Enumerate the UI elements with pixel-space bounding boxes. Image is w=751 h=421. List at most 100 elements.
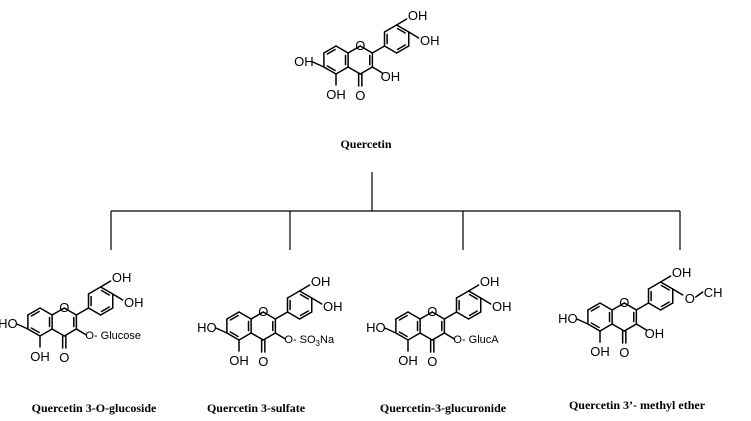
ring-a-bond xyxy=(323,66,337,75)
ring-c-bond xyxy=(250,332,264,341)
ring-a-bond xyxy=(238,311,252,320)
ring-b-bond xyxy=(99,307,114,316)
ring-b-double-bond xyxy=(468,310,479,317)
hydroxyl-bond xyxy=(408,31,420,39)
hydroxyl-label-5: OH xyxy=(30,349,50,364)
methoxy-oxygen-label: O xyxy=(685,291,695,306)
ring-a-bond xyxy=(395,311,409,320)
hydroxyl-bond xyxy=(312,61,325,68)
ring-a-double-bond xyxy=(590,305,600,312)
hydroxyl-label-3prime: OH xyxy=(323,299,343,314)
carbonyl-oxygen-label: O xyxy=(619,345,629,360)
substituent-label: O- SO3Na xyxy=(284,334,335,348)
hydroxyl-bond xyxy=(576,318,589,325)
ring-a-double-bond xyxy=(398,331,408,338)
ring-b-bond xyxy=(383,24,398,33)
hydroxyl-label-5: OH xyxy=(398,353,418,368)
ring-c-bond xyxy=(347,66,361,75)
ring-a-double-bond xyxy=(30,327,40,334)
substituent-bond xyxy=(274,332,287,340)
ring-a-double-bond xyxy=(326,65,336,72)
ring-a-bond xyxy=(335,45,349,54)
ring-c-bond xyxy=(611,323,625,332)
ring-c-bond xyxy=(431,311,446,320)
hydroxyl-bond xyxy=(215,327,228,334)
connector-lines xyxy=(110,172,681,250)
ring-a-double-bond xyxy=(229,314,239,321)
ring-b-double-bond xyxy=(299,293,310,300)
hydroxyl-bond xyxy=(311,297,323,305)
ring-b-double-bond xyxy=(660,284,671,291)
substituent-subscript: 3 xyxy=(316,339,321,348)
carbonyl-oxygen-label: O xyxy=(258,354,268,369)
ring-a-bond xyxy=(39,328,53,337)
ring-b-link-bond xyxy=(443,311,458,320)
ring-a-double-bond xyxy=(398,314,408,321)
substituent-prefix: O- xyxy=(284,334,299,346)
ring-b-bond xyxy=(87,286,102,295)
ring-b-link-bond xyxy=(274,311,289,320)
hydroxyl-bond xyxy=(659,275,672,283)
methyl-label: CH xyxy=(704,285,723,300)
substituent-group: Glucose xyxy=(101,330,141,342)
carbonyl-oxygen-label: O xyxy=(59,350,69,365)
ring-c-bond xyxy=(347,45,361,54)
ring-b-bond xyxy=(647,302,662,311)
ring-c-bond xyxy=(623,323,638,332)
hydroxyl-label-4prime: OH xyxy=(408,8,428,23)
ring-a-double-bond xyxy=(30,310,40,317)
ring-b-bond xyxy=(286,290,301,299)
ring-b-double-bond xyxy=(396,44,407,51)
ring-b-link-bond xyxy=(75,307,90,316)
hydroxyl-label-4prime: OH xyxy=(480,274,500,289)
ring-a-bond xyxy=(587,323,601,332)
ring-oxygen-label: O xyxy=(258,304,268,319)
ring-oxygen-label: O xyxy=(619,295,629,310)
substituent-bond xyxy=(443,332,456,340)
ring-oxygen-label: O xyxy=(355,38,365,53)
ring-a-bond xyxy=(39,307,53,316)
hydroxyl-bond xyxy=(384,327,397,334)
substituent-label: O- GlucA xyxy=(453,334,499,346)
hydroxyl-bond xyxy=(480,297,492,305)
ring-b-bond xyxy=(647,281,662,290)
ring-c-bond xyxy=(419,311,433,320)
hydroxyl-label-5: OH xyxy=(229,353,249,368)
ring-b-bond xyxy=(286,311,301,320)
ring-c-bond xyxy=(262,311,277,320)
hydroxyl-label-3: OH xyxy=(381,69,401,84)
carbonyl-oxygen-label: O xyxy=(427,354,437,369)
ring-b-bond xyxy=(659,302,674,311)
hydroxyl-label-7: OH xyxy=(294,54,314,69)
ring-c-bond xyxy=(262,332,277,341)
ring-a-bond xyxy=(407,332,421,341)
ring-b-bond xyxy=(455,311,470,320)
ring-b-double-bond xyxy=(299,310,310,317)
hydroxyl-label-3prime: OH xyxy=(492,299,512,314)
substituent-suffix: Na xyxy=(320,334,335,346)
ring-b-double-bond xyxy=(100,289,111,296)
ring-c-bond xyxy=(611,302,625,311)
substituent-bond xyxy=(75,328,88,336)
ring-oxygen-label: O xyxy=(427,304,437,319)
ring-b-double-bond xyxy=(100,306,111,313)
derivative-name-2: Quercetin 3-sulfate xyxy=(207,401,306,415)
ring-b-bond xyxy=(99,286,114,295)
ring-a-bond xyxy=(407,311,421,320)
ring-a-bond xyxy=(323,45,337,54)
hydroxyl-label-4prime: OH xyxy=(672,265,692,280)
ring-a-double-bond xyxy=(229,331,239,338)
ring-a-bond xyxy=(238,332,252,341)
ring-a-bond xyxy=(599,302,613,311)
ring-oxygen-label: O xyxy=(59,300,69,315)
carbonyl-oxygen-label: O xyxy=(355,88,365,103)
derivative-name-4: Quercetin 3’- methyl ether xyxy=(569,398,706,412)
ring-b-bond xyxy=(87,307,102,316)
ring-c-bond xyxy=(51,328,65,337)
hydroxyl-label-7: HO xyxy=(0,316,18,331)
ring-b-bond xyxy=(659,281,674,290)
substituent-prefix: O- xyxy=(85,330,100,342)
